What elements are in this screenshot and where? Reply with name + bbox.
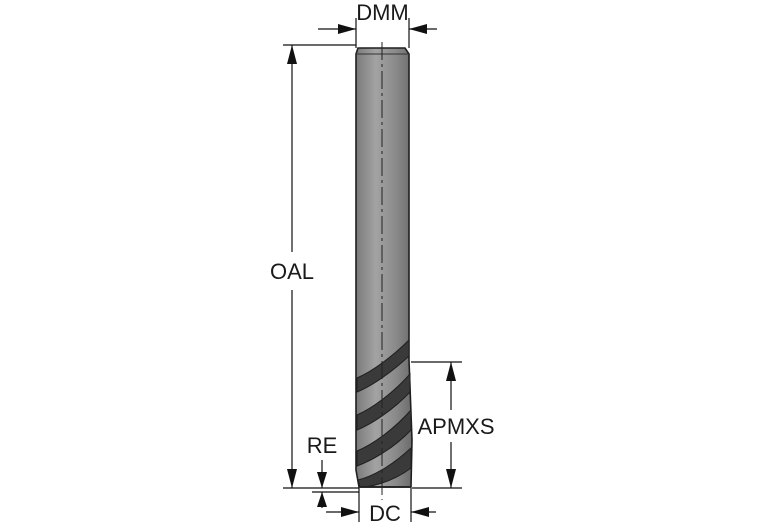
dmm-arrow-left xyxy=(338,24,356,34)
dc-arrow-left xyxy=(341,507,359,517)
dmm-dimension: DMM xyxy=(318,0,437,48)
flute-2 xyxy=(356,372,411,431)
helical-flutes xyxy=(356,338,412,488)
apmxs-label: APMXS xyxy=(417,414,494,439)
dc-arrow-right xyxy=(411,507,429,517)
dc-dimension: DC xyxy=(326,488,436,523)
apmxs-dimension: APMXS xyxy=(411,361,495,489)
end-mill-tool xyxy=(355,42,413,500)
flute-1 xyxy=(356,338,410,393)
flute-3 xyxy=(356,408,412,467)
re-dimension: RE xyxy=(307,433,359,508)
dc-label: DC xyxy=(369,501,401,523)
re-arrow-top xyxy=(317,472,327,488)
oal-dimension: OAL xyxy=(270,44,359,489)
dmm-label: DMM xyxy=(356,0,409,25)
apmxs-arrow-top xyxy=(446,362,456,381)
oal-arrow-top xyxy=(287,45,297,64)
re-arrow-bottom xyxy=(317,492,327,507)
apmxs-arrow-bottom xyxy=(446,469,456,488)
oal-arrow-bottom xyxy=(287,469,297,488)
dmm-arrow-right xyxy=(409,24,427,34)
re-label: RE xyxy=(307,433,338,458)
oal-label: OAL xyxy=(270,259,314,284)
